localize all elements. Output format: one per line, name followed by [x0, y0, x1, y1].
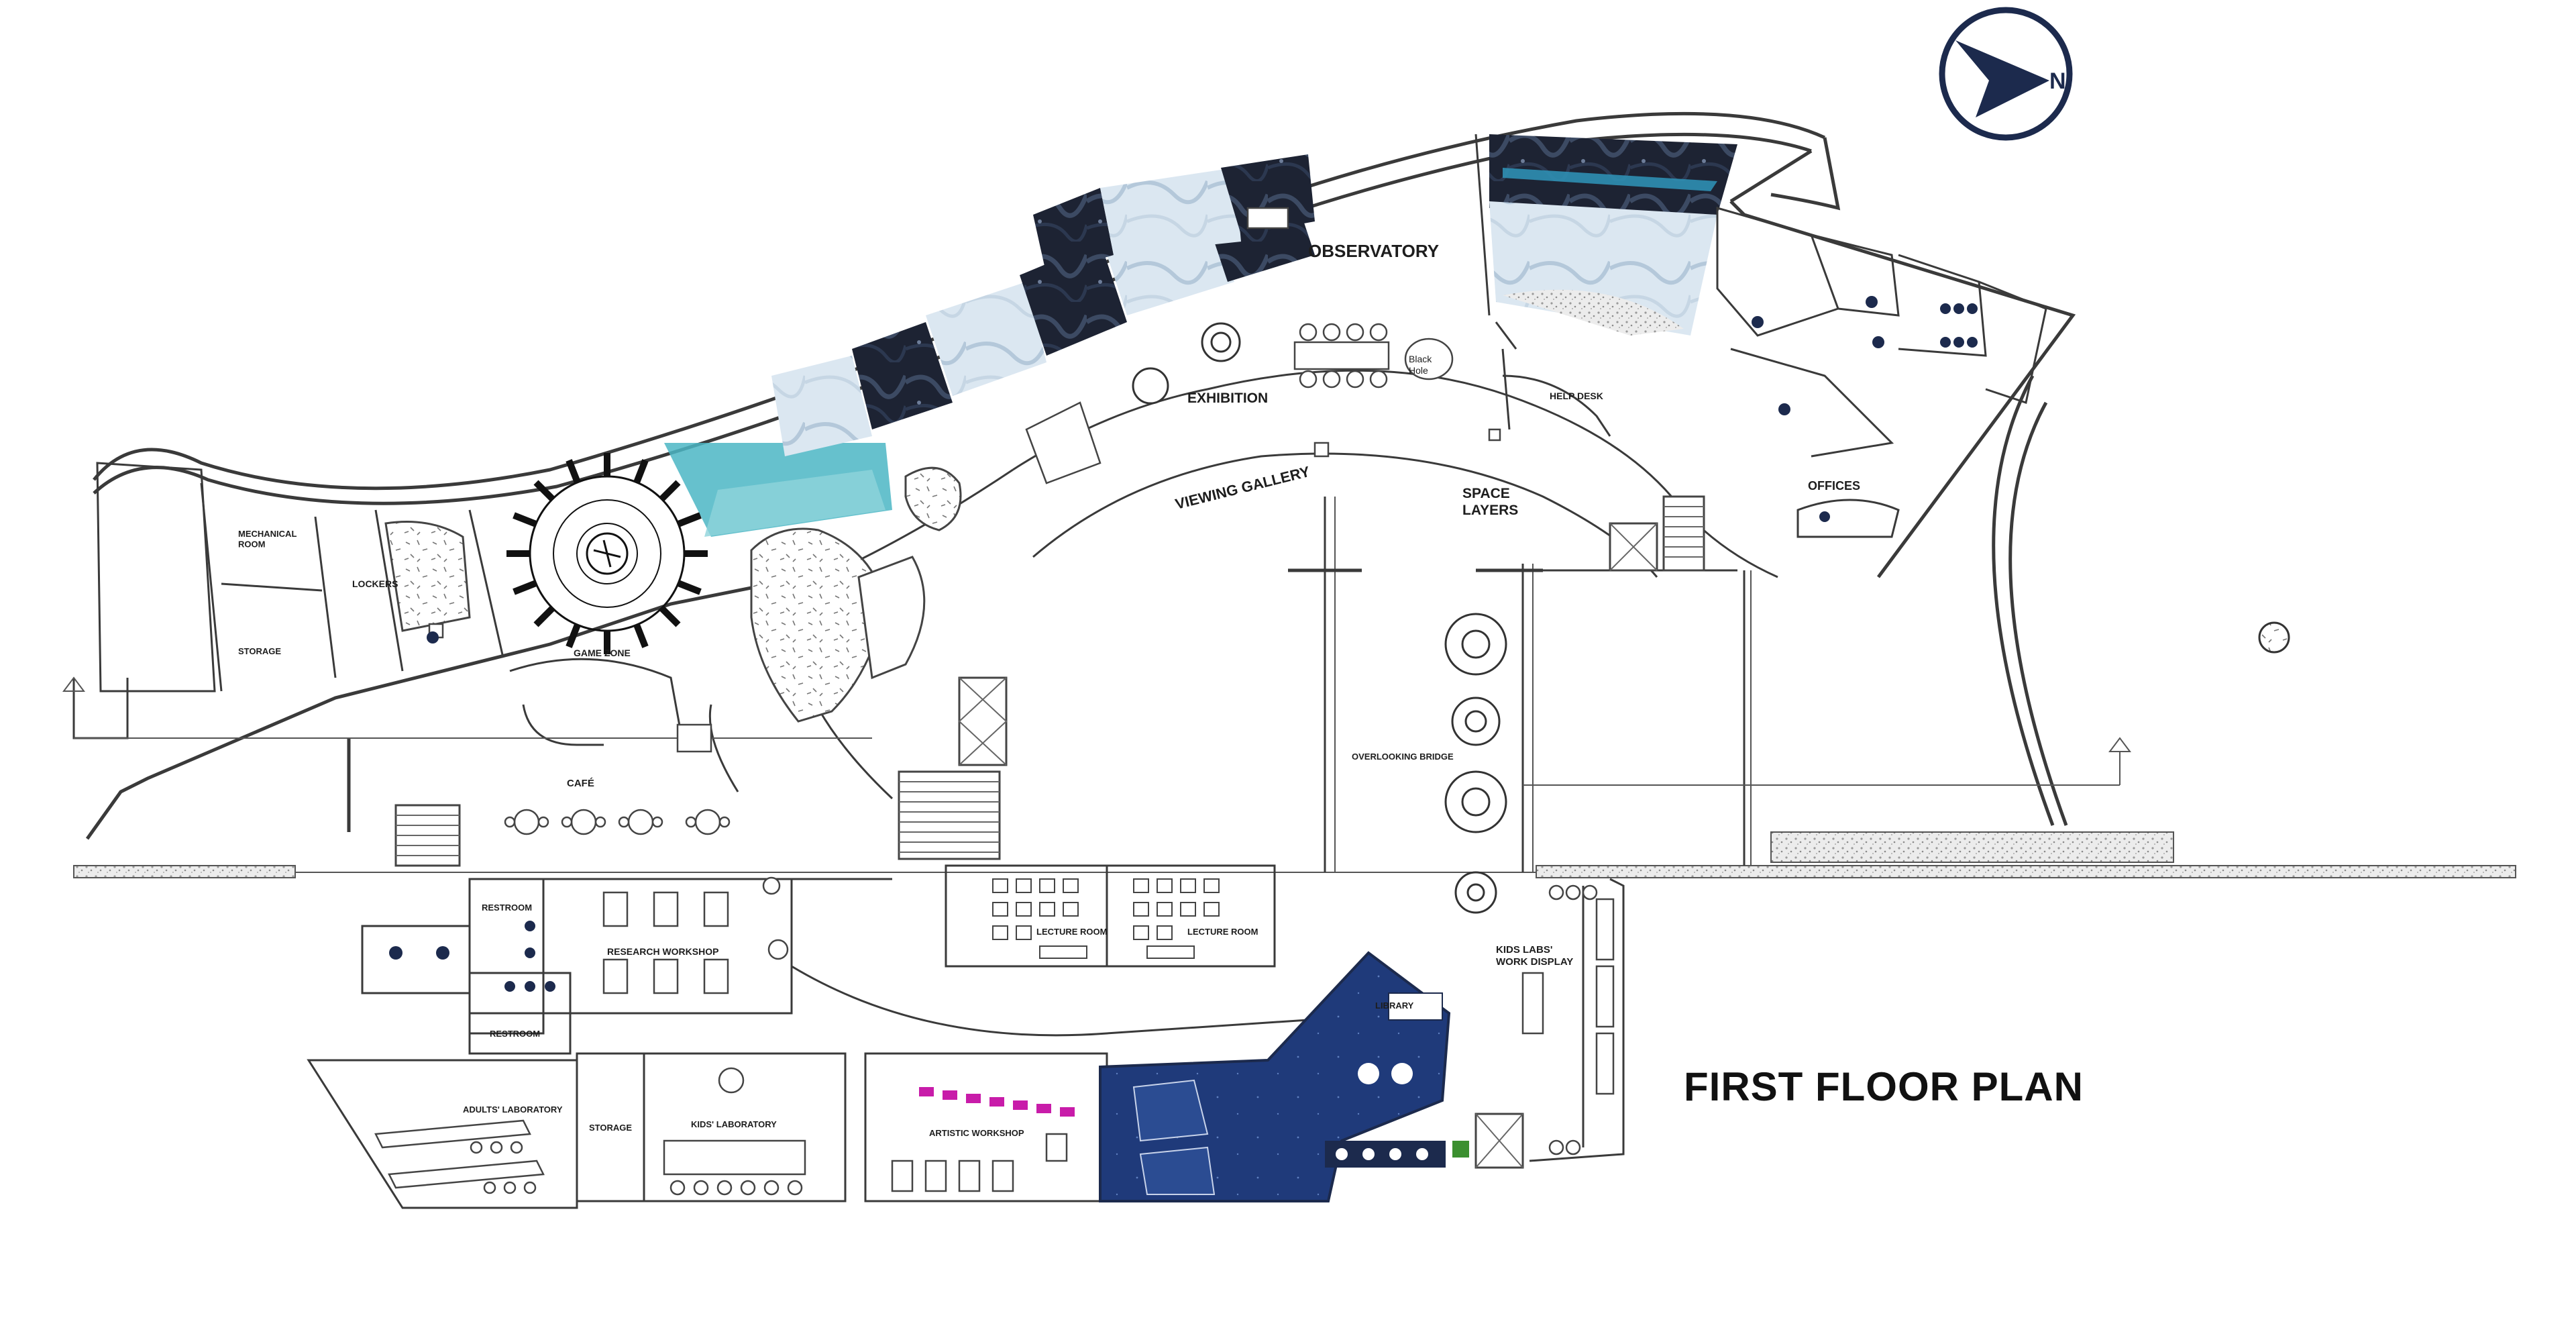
label-artistic-workshop: ARTISTIC WORKSHOP: [929, 1128, 1024, 1138]
offices-furniture: [1716, 207, 2047, 538]
restroom-fixtures: [389, 631, 555, 992]
label-help-desk: HELP DESK: [1550, 391, 1603, 401]
exhibition-planters: [384, 466, 962, 723]
label-lecture-room-2: LECTURE ROOM: [1187, 927, 1258, 937]
label-library: LIBRARY: [1375, 1000, 1414, 1011]
label-research-workshop: RESEARCH WORKSHOP: [607, 946, 718, 957]
label-kids-work-display: KIDS LABS'WORK DISPLAY: [1496, 944, 1573, 968]
research-workshop-benches: [602, 876, 789, 994]
lecture-seating: [992, 878, 1220, 959]
label-storage-south: STORAGE: [589, 1123, 632, 1133]
south-wing-walls: [307, 864, 1625, 1209]
label-lecture-room-1: LECTURE ROOM: [1036, 927, 1107, 937]
north-label: N: [2049, 68, 2066, 94]
observatory-floor-finish: [664, 134, 1737, 537]
label-cafe: CAFÉ: [567, 778, 594, 789]
label-offices: OFFICES: [1808, 479, 1860, 493]
label-exhibition: EXHIBITION: [1187, 391, 1268, 406]
stairs: [394, 495, 1705, 1169]
space-layers-exhibits: [1132, 322, 2290, 914]
adults-laboratory-benches: [374, 1119, 545, 1194]
north-arrow: N: [1939, 7, 2073, 141]
library-area: [1099, 951, 1469, 1202]
label-game-zone: GAME ZONE: [574, 648, 631, 658]
label-storage-west: STORAGE: [238, 646, 281, 656]
exhibition-furniture: [1025, 207, 1454, 484]
artistic-workshop-easels: [891, 1087, 1075, 1192]
kids-laboratory-benches: [663, 1067, 806, 1196]
game-zone-installation: [506, 453, 708, 654]
label-restroom-south: RESTROOM: [490, 1029, 540, 1039]
plan-title: FIRST FLOOR PLAN: [1684, 1064, 2084, 1109]
label-restroom-north: RESTROOM: [482, 903, 532, 913]
label-kids-laboratory: KIDS' LABORATORY: [691, 1119, 777, 1129]
cafe-furniture: [504, 723, 731, 835]
overlooking-bridge-structure: [62, 497, 2131, 872]
label-overlooking-bridge: OVERLOOKING BRIDGE: [1352, 752, 1454, 762]
label-lockers: LOCKERS: [352, 578, 398, 589]
kids-work-display: [1521, 884, 1615, 1155]
label-adults-laboratory: ADULTS' LABORATORY: [463, 1104, 563, 1115]
site-edge: [73, 831, 2516, 878]
label-observatory: OBSERVATORY: [1308, 241, 1439, 261]
